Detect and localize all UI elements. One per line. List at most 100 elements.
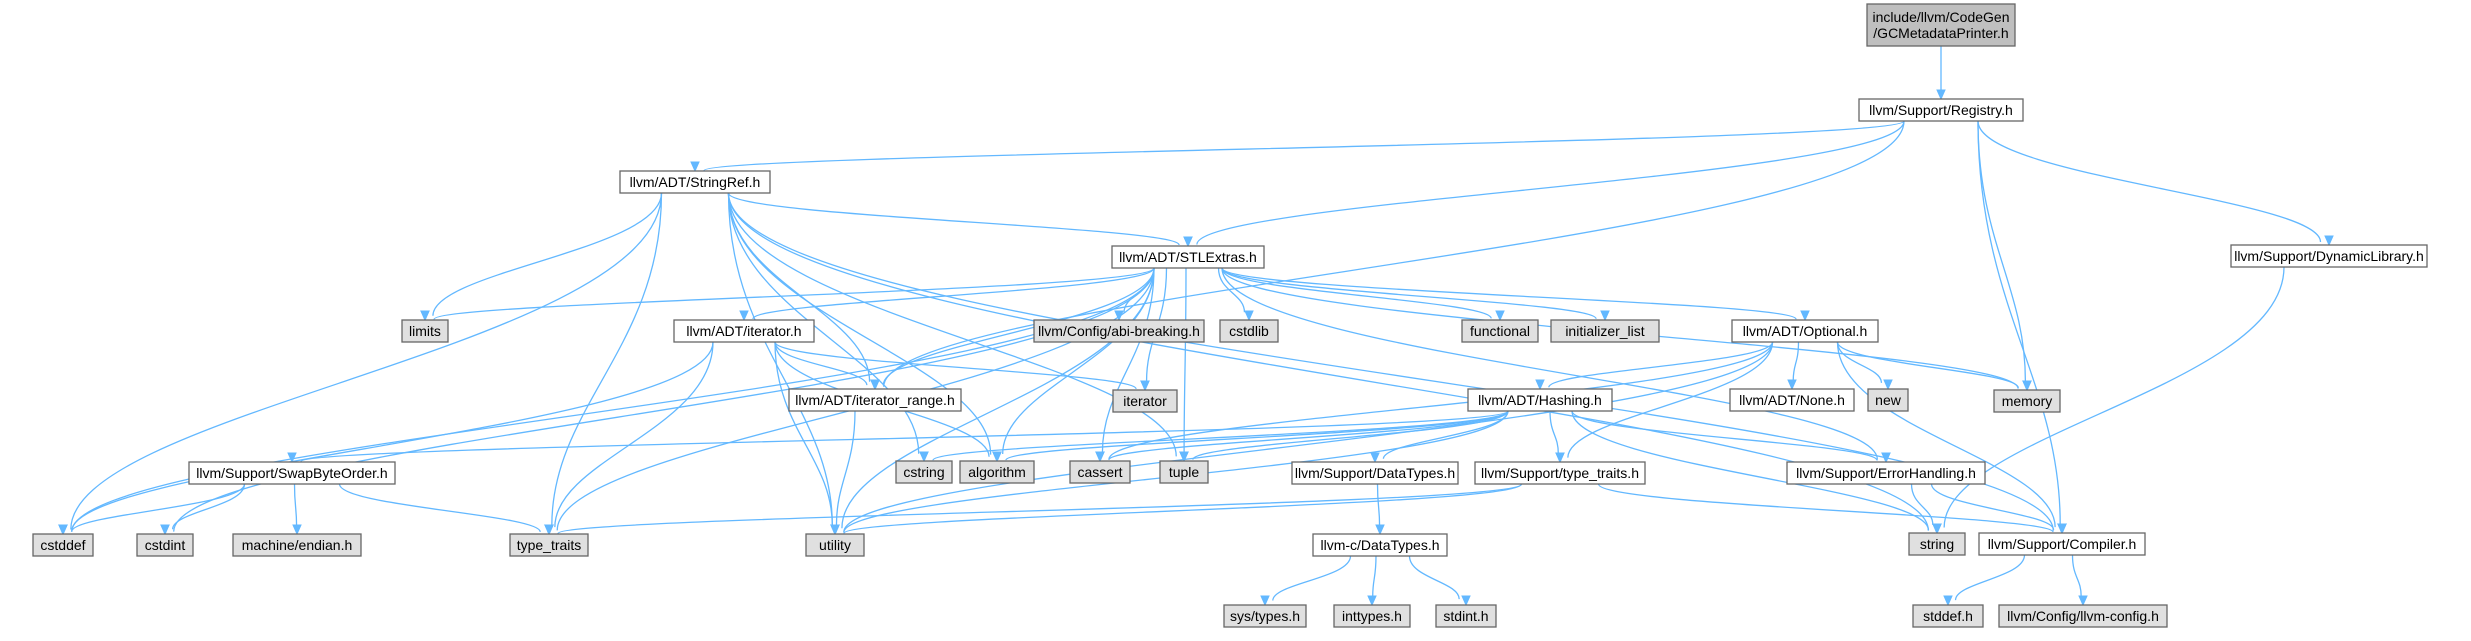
node-box [619, 170, 771, 194]
node-box [1467, 388, 1613, 412]
node-typetraitsh[interactable]: llvm/Support/type_traits.h [1474, 461, 1646, 485]
node-box [959, 460, 1035, 484]
edge-stlextras-to-cstdlib [1217, 267, 1254, 322]
edge-stlextras-to-cstdint [160, 267, 1155, 536]
node-label: cstdint [145, 537, 186, 553]
node-label: new [1875, 392, 1902, 408]
node-memory: memory [1993, 389, 2061, 413]
node-label: utility [819, 537, 851, 553]
node-label: limits [409, 323, 441, 339]
node-iteratorh[interactable]: llvm/ADT/iterator.h [673, 319, 815, 343]
node-iterrange[interactable]: llvm/ADT/iterator_range.h [788, 388, 962, 412]
node-label: llvm/ADT/StringRef.h [630, 174, 761, 190]
node-box [1908, 532, 1966, 556]
node-stringref[interactable]: llvm/ADT/StringRef.h [619, 170, 771, 194]
edge-root-to-registry [1936, 45, 1946, 101]
node-compiler[interactable]: llvm/Support/Compiler.h [1978, 532, 2146, 556]
node-box [509, 533, 589, 557]
node-label: llvm/Support/DynamicLibrary.h [2234, 248, 2424, 264]
node-label: stdint.h [1443, 608, 1488, 624]
node-label: llvm-c/DataTypes.h [1320, 537, 1439, 553]
edge-iterrange-to-utility [830, 410, 856, 536]
node-label: cstdlib [1229, 323, 1269, 339]
node-inttypes: inttypes.h [1333, 604, 1411, 628]
edge-iteratorh-to-iterator [774, 341, 1150, 392]
edge-optional-to-memory [1836, 341, 2032, 392]
edge-errhandling-to-string [1910, 483, 1942, 535]
node-datatypes[interactable]: llvm/Support/DataTypes.h [1291, 461, 1459, 485]
node-hashing[interactable]: llvm/ADT/Hashing.h [1467, 388, 1613, 412]
node-label: string [1920, 536, 1954, 552]
edge-optional-to-hashing [1535, 341, 1774, 391]
node-box [1858, 98, 2024, 122]
node-box [1550, 319, 1660, 343]
edge-stlextras-to-functional [1221, 267, 1505, 322]
node-registry[interactable]: llvm/Support/Registry.h [1858, 98, 2024, 122]
node-functional: functional [1461, 319, 1539, 343]
node-label: llvm/ADT/Hashing.h [1478, 392, 1602, 408]
edge-hashing-to-typetraitsh [1549, 410, 1565, 464]
node-errhandling[interactable]: llvm/Support/ErrorHandling.h [1786, 461, 1986, 485]
edge-registry-to-stlextras [1183, 120, 1905, 248]
edge-stringref-to-stlextras [727, 192, 1193, 248]
node-dynlib[interactable]: llvm/Support/DynamicLibrary.h [2230, 244, 2428, 268]
node-box [188, 461, 396, 485]
node-endian: machine/endian.h [232, 533, 362, 557]
edge-cdatatypes-to-inttypes [1367, 555, 1377, 607]
node-cstdint: cstdint [136, 533, 194, 557]
node-box [1993, 389, 2061, 413]
node-label: llvm/Config/llvm-config.h [2007, 608, 2159, 624]
node-label: llvm/Support/DataTypes.h [1295, 465, 1455, 481]
edge-iteratorh-to-iterrange [774, 341, 880, 391]
node-swapbyte[interactable]: llvm/Support/SwapByteOrder.h [188, 461, 396, 485]
node-tuple: tuple [1159, 460, 1209, 484]
edge-swapbyte-to-cstdint [160, 483, 246, 536]
node-box [673, 319, 815, 343]
node-label: algorithm [968, 464, 1026, 480]
node-label: tuple [1169, 464, 1200, 480]
edge-stringref-to-typetraits [544, 192, 663, 536]
node-box [1912, 604, 1984, 628]
edge-hashing-to-cassert [1095, 410, 1509, 463]
node-cdatatypes[interactable]: llvm-c/DataTypes.h [1312, 533, 1448, 557]
edge-datatypes-to-cdatatypes [1375, 483, 1385, 536]
node-cstddef: cstddef [32, 533, 94, 557]
node-label: llvm/Support/Compiler.h [1988, 536, 2137, 552]
node-label: memory [2002, 393, 2053, 409]
edge-compiler-to-llvmconfig [2071, 554, 2088, 607]
edge-stlextras-to-limits [420, 267, 1155, 322]
node-box [1461, 319, 1539, 343]
node-label: llvm/Support/ErrorHandling.h [1796, 465, 1976, 481]
node-stdint: stdint.h [1435, 604, 1497, 628]
edge-iteratorh-to-cstddef [58, 341, 714, 536]
node-llvmconfig: llvm/Config/llvm-config.h [1998, 604, 2168, 628]
node-box [1219, 319, 1279, 343]
node-root[interactable]: include/llvm/CodeGen/GCMetadataPrinter.h [1866, 3, 2016, 47]
node-box [805, 533, 865, 557]
edge-swapbyte-to-typetraits [338, 483, 554, 536]
node-box [1786, 461, 1986, 485]
node-box [1111, 245, 1265, 269]
node-label: cassert [1077, 464, 1122, 480]
node-optional[interactable]: llvm/ADT/Optional.h [1731, 319, 1879, 343]
node-box [1435, 604, 1497, 628]
edge-registry-to-dynlib [1977, 120, 2334, 247]
edge-dynlib-to-string [1932, 266, 2285, 535]
edge-stlextras-to-optional [1221, 267, 1810, 322]
node-cstring: cstring [895, 460, 953, 484]
node-abibreaking: llvm/Config/abi-breaking.h [1033, 319, 1205, 343]
node-stlextras[interactable]: llvm/ADT/STLExtras.h [1111, 245, 1265, 269]
node-algorithm: algorithm [959, 460, 1035, 484]
node-box [1978, 532, 2146, 556]
node-cassert: cassert [1069, 460, 1131, 484]
node-cstdlib: cstdlib [1219, 319, 1279, 343]
edge-hashing-to-datatypes [1370, 410, 1509, 464]
node-noneh[interactable]: llvm/ADT/None.h [1729, 388, 1855, 412]
edge-optional-to-cassert [1095, 341, 1774, 463]
node-label: llvm/ADT/Optional.h [1743, 323, 1867, 339]
node-label: cstddef [40, 537, 85, 553]
node-string: string [1908, 532, 1966, 556]
node-label: iterator [1123, 393, 1167, 409]
node-label: initializer_list [1565, 323, 1644, 339]
